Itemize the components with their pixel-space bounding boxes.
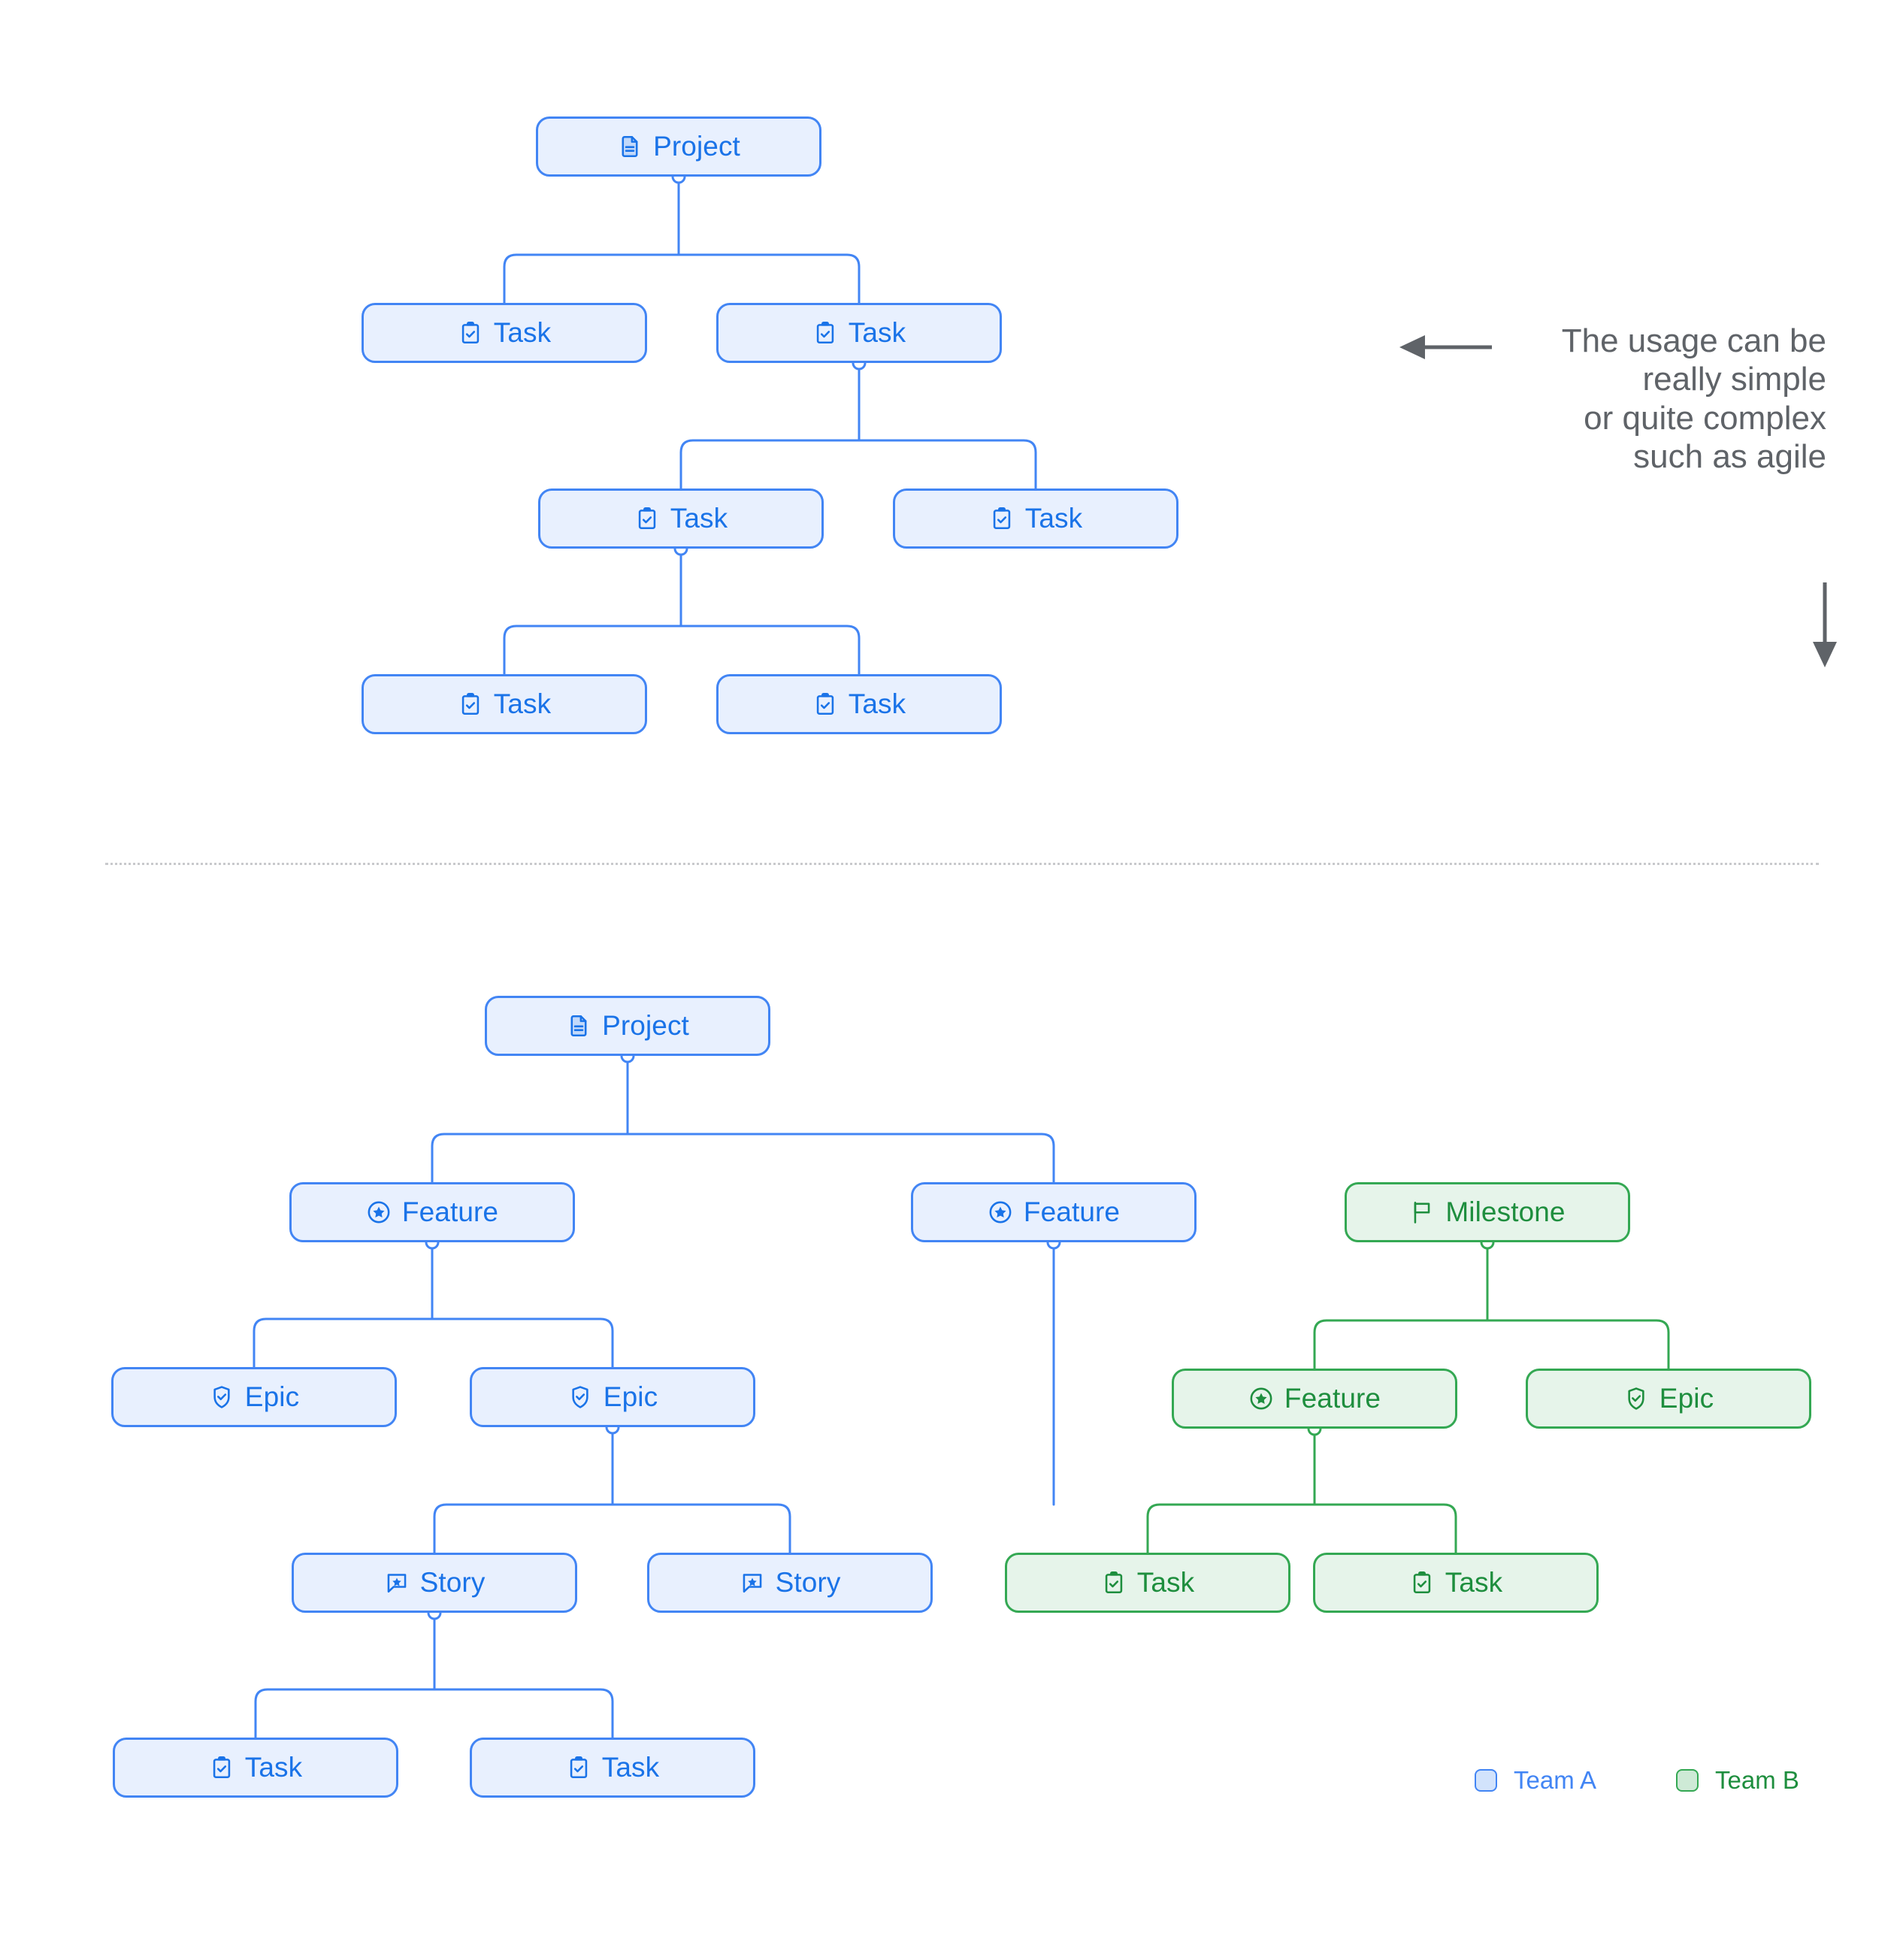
connector-line [433, 1503, 614, 1554]
shield-check-icon [1623, 1386, 1649, 1411]
node-label: Epic [603, 1381, 658, 1412]
connector-line [1486, 1319, 1670, 1370]
connector-line [626, 1133, 1055, 1184]
node-task[interactable]: Task [113, 1738, 398, 1798]
connector-line [679, 625, 861, 676]
node-label: Feature [401, 1196, 499, 1227]
annotation-line-4: such as agile [1633, 438, 1826, 476]
connector-line [679, 439, 861, 490]
star-circle-icon [1248, 1386, 1274, 1411]
arrow-down-icon [1813, 582, 1837, 667]
node-label: Task [1024, 503, 1083, 534]
annotation-line-3: or quite complex [1584, 399, 1826, 437]
connector-line [1313, 1319, 1489, 1370]
connector-line [1313, 1503, 1457, 1554]
connector-line [503, 625, 682, 676]
node-task[interactable]: Task [716, 674, 1002, 734]
node-label: Feature [1284, 1383, 1381, 1414]
node-label: Task [493, 688, 552, 719]
connector-line [253, 1317, 434, 1369]
node-epic[interactable]: Epic [1526, 1369, 1811, 1429]
clipboard-check-icon [458, 691, 483, 717]
connector-line [858, 439, 1037, 490]
node-label: Feature [1023, 1196, 1121, 1227]
arrow-left-icon [1399, 335, 1492, 359]
annotation-line-1: The usage can be [1561, 322, 1826, 359]
clipboard-check-icon [566, 1755, 591, 1780]
speech-star-icon [384, 1570, 410, 1596]
node-label: Task [601, 1752, 660, 1783]
node-task[interactable]: Task [1313, 1553, 1599, 1613]
square-swatch-icon [1676, 1769, 1699, 1792]
node-epic[interactable]: Epic [111, 1367, 397, 1427]
node-label: Task [1136, 1567, 1195, 1598]
node-label: Story [419, 1567, 486, 1598]
clipboard-check-icon [1409, 1570, 1435, 1596]
flag-icon [1409, 1199, 1435, 1225]
clipboard-check-icon [1101, 1570, 1127, 1596]
legend-label-team-b: Team B [1715, 1766, 1799, 1794]
connector-line [611, 1503, 791, 1554]
node-milestone[interactable]: Milestone [1345, 1182, 1630, 1242]
node-label: Task [1445, 1567, 1503, 1598]
connector-line [431, 1133, 629, 1184]
connector-line [1146, 1503, 1316, 1554]
shield-check-icon [567, 1384, 593, 1410]
node-task[interactable]: Task [1005, 1553, 1290, 1613]
clipboard-check-icon [812, 691, 838, 717]
star-circle-icon [988, 1199, 1013, 1225]
star-circle-icon [366, 1199, 392, 1225]
node-task[interactable]: Task [362, 674, 647, 734]
legend-item-team-b: Team B [1676, 1766, 1799, 1795]
node-label: Task [244, 1752, 303, 1783]
connector-line [503, 253, 680, 304]
node-story[interactable]: Story [647, 1553, 933, 1613]
clipboard-check-icon [989, 506, 1015, 531]
node-label: Story [775, 1567, 841, 1598]
node-epic[interactable]: Epic [470, 1367, 755, 1427]
node-label: Project [602, 1010, 689, 1041]
node-feature[interactable]: Feature [1172, 1369, 1457, 1429]
node-label: Project [653, 131, 740, 162]
annotation-line-2: really simple [1642, 361, 1826, 398]
node-task[interactable]: Task [893, 488, 1178, 549]
node-feature[interactable]: Feature [289, 1182, 575, 1242]
clipboard-check-icon [812, 320, 838, 346]
node-task[interactable]: Task [716, 303, 1002, 363]
legend-item-team-a: Team A [1475, 1766, 1596, 1795]
document-icon [566, 1013, 591, 1039]
connector-line [431, 1317, 614, 1369]
document-icon [617, 134, 643, 159]
connector-line [254, 1688, 436, 1739]
node-task[interactable]: Task [538, 488, 824, 549]
node-label: Task [493, 317, 552, 348]
node-story[interactable]: Story [292, 1553, 577, 1613]
node-label: Milestone [1445, 1196, 1566, 1227]
node-project[interactable]: Project [485, 996, 770, 1056]
speech-star-icon [740, 1570, 765, 1596]
node-label: Epic [244, 1381, 300, 1412]
clipboard-check-icon [634, 506, 660, 531]
node-label: Epic [1659, 1383, 1714, 1414]
connector-line [433, 1688, 614, 1739]
node-label: Task [848, 688, 906, 719]
legend-label-team-a: Team A [1514, 1766, 1597, 1794]
annotation-text: The usage can be really simple or quite … [1428, 322, 1826, 476]
section-divider [105, 863, 1819, 865]
node-label: Task [848, 317, 906, 348]
clipboard-check-icon [458, 320, 483, 346]
square-swatch-icon [1475, 1769, 1497, 1792]
connector-line [677, 253, 861, 304]
node-task[interactable]: Task [470, 1738, 755, 1798]
node-task[interactable]: Task [362, 303, 647, 363]
clipboard-check-icon [209, 1755, 234, 1780]
shield-check-icon [209, 1384, 234, 1410]
node-feature[interactable]: Feature [911, 1182, 1197, 1242]
node-label: Task [670, 503, 728, 534]
node-project[interactable]: Project [536, 116, 821, 177]
